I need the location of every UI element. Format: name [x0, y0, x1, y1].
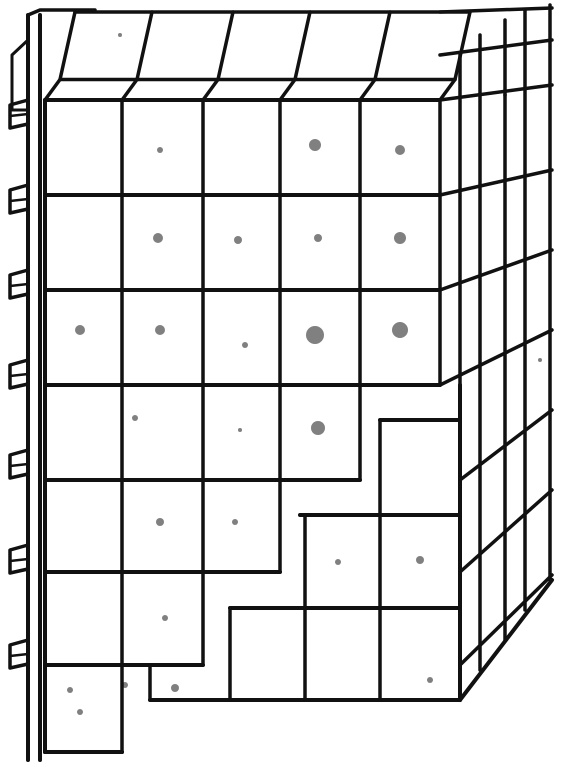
side-row-edge: [440, 250, 552, 290]
top-block-divider: [122, 12, 152, 100]
side-row-edge: [440, 330, 552, 385]
ink-speck: [153, 233, 163, 243]
post-bracket-rung: [10, 654, 28, 656]
post-bracket-rung: [10, 374, 28, 376]
ink-speck: [314, 234, 322, 242]
right-side-grid: [440, 5, 552, 700]
side-row-edge: [440, 85, 552, 100]
ink-speck: [67, 687, 73, 693]
ink-speck: [395, 145, 405, 155]
top-face-grid: [45, 12, 470, 100]
top-block-divider: [45, 12, 75, 100]
top-block-divider: [360, 12, 390, 100]
ink-speck: [162, 615, 168, 621]
ink-speck: [311, 421, 325, 435]
ink-speck: [335, 559, 341, 565]
ink-speck: [75, 325, 85, 335]
lower-step-grid: [150, 385, 460, 700]
post-bracket-rung: [10, 284, 28, 286]
side-row-edge: [440, 8, 552, 12]
ink-speck: [309, 139, 321, 151]
ink-speck: [242, 342, 248, 348]
post-bracket-rung: [10, 114, 28, 116]
post-bracket-rung: [10, 464, 28, 466]
ink-speck: [132, 415, 138, 421]
ink-speck: [392, 322, 408, 338]
ink-speck: [234, 236, 242, 244]
ink-speck: [238, 428, 242, 432]
ink-speck: [306, 326, 324, 344]
ink-speck: [171, 684, 179, 692]
ink-speck: [155, 325, 165, 335]
ink-speck: [394, 232, 406, 244]
ink-speck: [118, 33, 122, 37]
post-bracket-rung: [10, 559, 28, 561]
ink-speck: [416, 556, 424, 564]
ink-speck: [427, 677, 433, 683]
top-block-divider: [280, 12, 310, 100]
ink-speck: [156, 518, 164, 526]
side-row-edge: [440, 40, 552, 55]
ink-speck: [232, 519, 238, 525]
top-block-divider: [203, 12, 233, 100]
ink-speck: [77, 709, 83, 715]
ink-speck: [538, 358, 542, 362]
post-bracket-rung: [10, 199, 28, 201]
ink-speck: [157, 147, 163, 153]
side-row-edge: [440, 170, 552, 195]
